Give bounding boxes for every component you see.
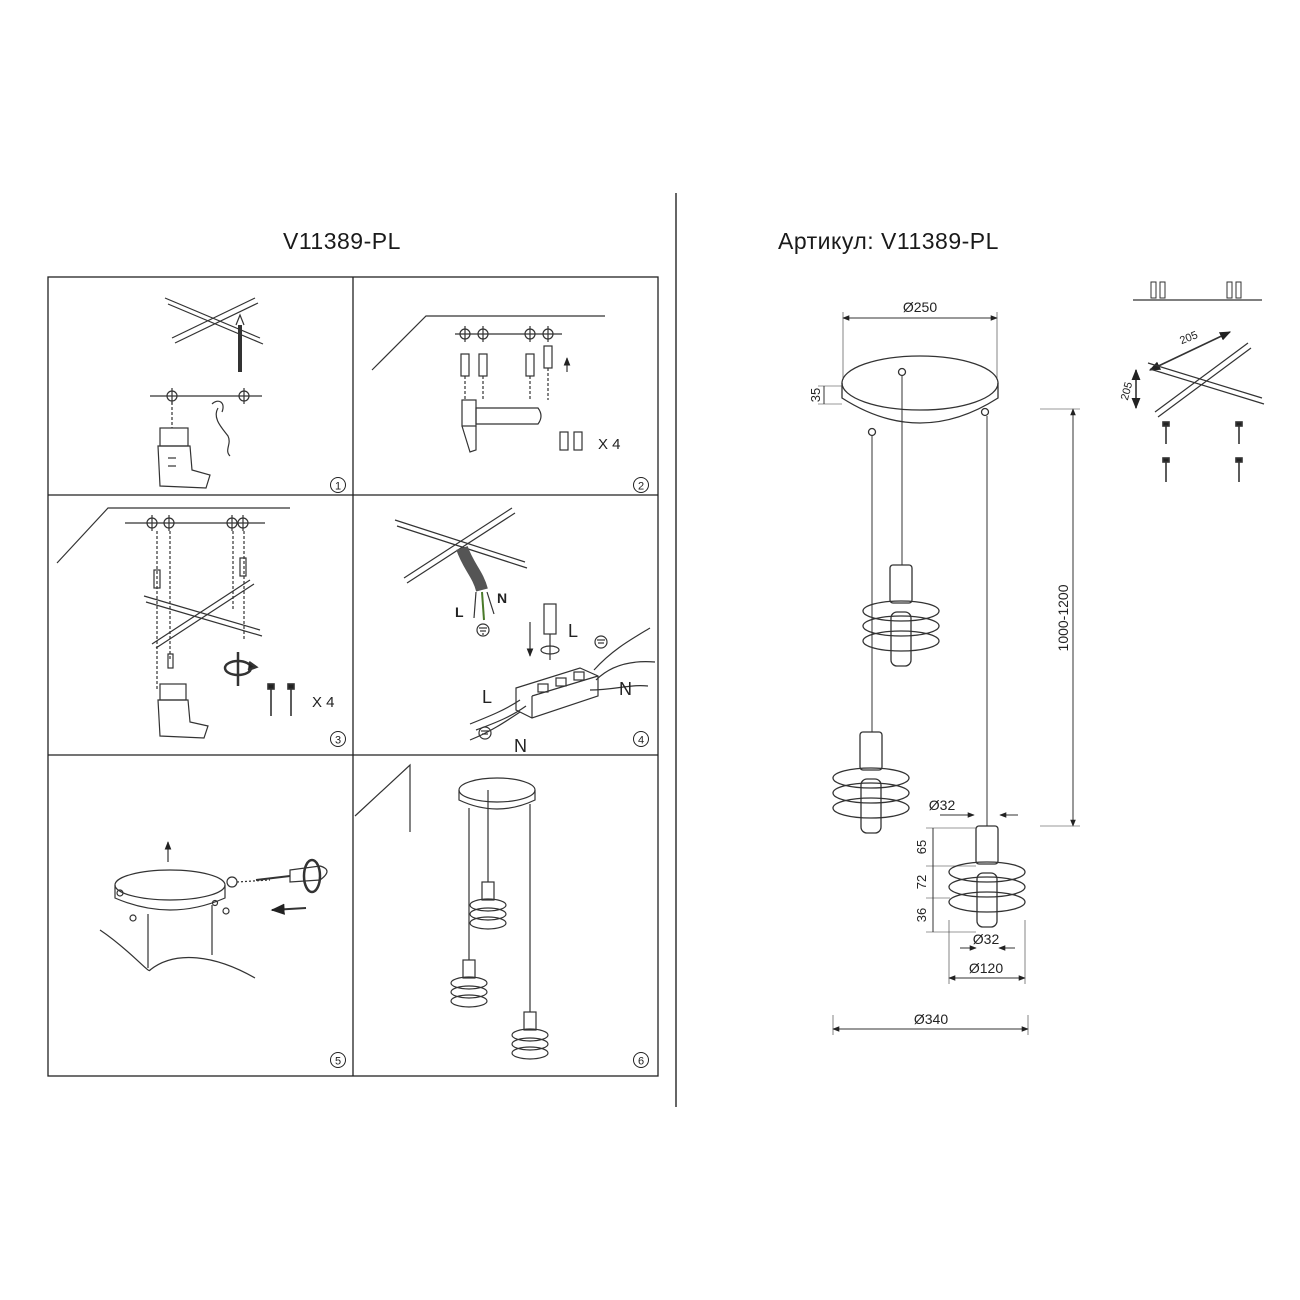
cable-length-label: 1000-1200 (1055, 584, 1071, 651)
svg-text:4: 4 (638, 735, 644, 747)
terminal-block-icon (515, 667, 599, 719)
screw-set-icon (1162, 421, 1243, 482)
bar-width-label: 205 (1119, 381, 1135, 402)
canopy-icon (114, 869, 226, 911)
height-36-label: 36 (914, 908, 929, 922)
step-2-number: 2 (633, 477, 649, 493)
pendant-icon (450, 959, 488, 1008)
quantity-label: X 4 (598, 436, 621, 453)
step-4-panel (394, 507, 656, 741)
pencil-icon (235, 313, 245, 372)
step-2-panel (371, 315, 605, 453)
shade-diameter-label: Ø120 (969, 960, 1003, 976)
pendant-icon (469, 881, 507, 930)
screwdriver-icon (255, 865, 328, 883)
wall-plug-set-icon (559, 431, 583, 451)
ceiling-corner (354, 763, 411, 832)
live-wire-label: L (482, 687, 492, 707)
svg-text:3: 3 (335, 735, 341, 747)
ground-icon (478, 726, 492, 740)
neutral-wire-label: N (497, 590, 507, 606)
live-wire-label: L (455, 604, 464, 620)
canopy-diameter-label: Ø250 (903, 299, 937, 315)
step-6-number: 6 (633, 1052, 649, 1068)
drill-icon (157, 427, 211, 489)
svg-text:2: 2 (638, 481, 644, 493)
step-3-panel (56, 507, 295, 739)
overall-diameter-label: Ø340 (914, 1011, 948, 1027)
pendant-drawing (862, 564, 940, 667)
canopy-height-label: 35 (808, 388, 823, 402)
screwdriver-icon (543, 603, 557, 660)
canopy-drawing (841, 355, 999, 437)
step-1-panel (150, 297, 264, 489)
step-6-panel (354, 763, 549, 1060)
pendant-drawing (832, 731, 910, 834)
mounting-bar-icon (394, 507, 528, 584)
drill-icon (157, 683, 209, 739)
step-4-number: 4 (633, 731, 649, 747)
pendant-drawing (948, 825, 1026, 928)
dimension-lines (818, 312, 1080, 1035)
ground-icon (476, 623, 490, 637)
mounting-bar-icon (1147, 342, 1265, 418)
screw-icon (226, 876, 271, 888)
left-arrow-icon (270, 903, 307, 915)
ceiling-corner (56, 507, 290, 564)
top-diameter-label: Ø32 (929, 797, 956, 813)
bottom-diameter-label: Ø32 (973, 931, 1000, 947)
neutral-wire-label: N (619, 679, 632, 699)
mounting-bar-icon (143, 579, 263, 649)
rotate-arrow-icon (302, 858, 322, 894)
bar-length-label: 205 (1178, 329, 1200, 347)
ground-icon (594, 635, 608, 649)
product-drawing (818, 312, 1080, 1035)
step-3-number: 3 (330, 731, 346, 747)
wall-plug-icon (1150, 281, 1242, 299)
article-title: Артикул: V11389-PL (778, 228, 999, 254)
svg-text:5: 5 (335, 1056, 341, 1068)
wall-plug-icon (460, 345, 553, 377)
quantity-label: X 4 (312, 694, 335, 711)
live-wire-label: L (568, 621, 578, 641)
dust-stroke-icon (215, 407, 231, 457)
ceiling-corner (371, 315, 605, 371)
screw-set-icon (267, 683, 295, 716)
instruction-title: V11389-PL (283, 228, 401, 254)
height-72-label: 72 (914, 875, 929, 889)
height-65-label: 65 (914, 840, 929, 854)
hammer-icon (461, 399, 542, 453)
svg-text:6: 6 (638, 1056, 644, 1068)
hardware-drawing (1131, 281, 1265, 482)
canopy-icon (458, 777, 536, 810)
step-5-number: 5 (330, 1052, 346, 1068)
pendant-icon (511, 1011, 549, 1060)
svg-text:1: 1 (335, 481, 341, 493)
step-1-number: 1 (330, 477, 346, 493)
step-5-panel (99, 841, 328, 979)
power-cable-icon (456, 545, 488, 592)
mounting-bar-icon (164, 297, 264, 345)
neutral-wire-label: N (514, 736, 527, 756)
instruction-grid (47, 276, 659, 1077)
rotate-arrow-icon (223, 652, 259, 686)
